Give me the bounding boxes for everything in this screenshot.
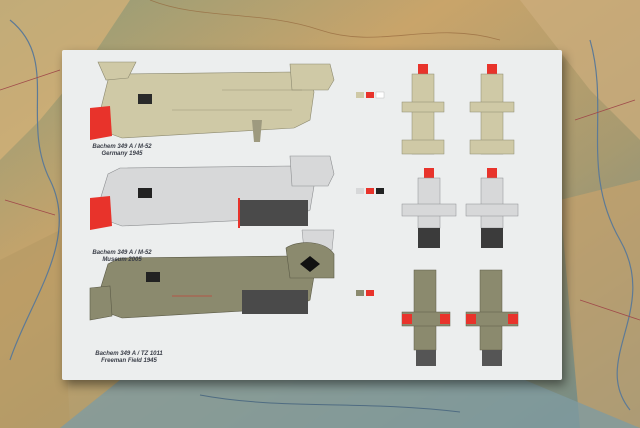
profile-grey-top-view <box>356 168 519 248</box>
caption-3-name: Bachem 349 A / TZ 1011 <box>95 351 163 357</box>
caption-2-detail: Museum 2005 <box>102 257 142 263</box>
caption-1-detail: Germany 1945 <box>101 151 143 157</box>
caption-profile-3: Bachem 349 A / TZ 1011 Freeman Field 194… <box>84 351 174 365</box>
caption-1-name: Bachem 349 A / M-52 <box>92 144 152 150</box>
profile-green-top-view <box>356 269 519 366</box>
caption-3-detail: Freeman Field 1945 <box>101 358 157 364</box>
profile-grey-side-view <box>90 155 335 251</box>
model-kit-box: Bachem 349 A / M-52 Germany 1945 Bachem … <box>62 50 562 380</box>
profile-green-side-view <box>89 242 335 321</box>
caption-profile-1: Bachem 349 A / M-52 Germany 1945 <box>82 144 162 158</box>
profile-sand-top-view <box>356 64 515 155</box>
color-profile-artwork <box>89 61 519 366</box>
profile-sand-side-view <box>90 61 335 142</box>
caption-2-name: Bachem 349 A / M-52 <box>92 250 152 256</box>
caption-profile-2: Bachem 349 A / M-52 Museum 2005 <box>82 250 162 264</box>
